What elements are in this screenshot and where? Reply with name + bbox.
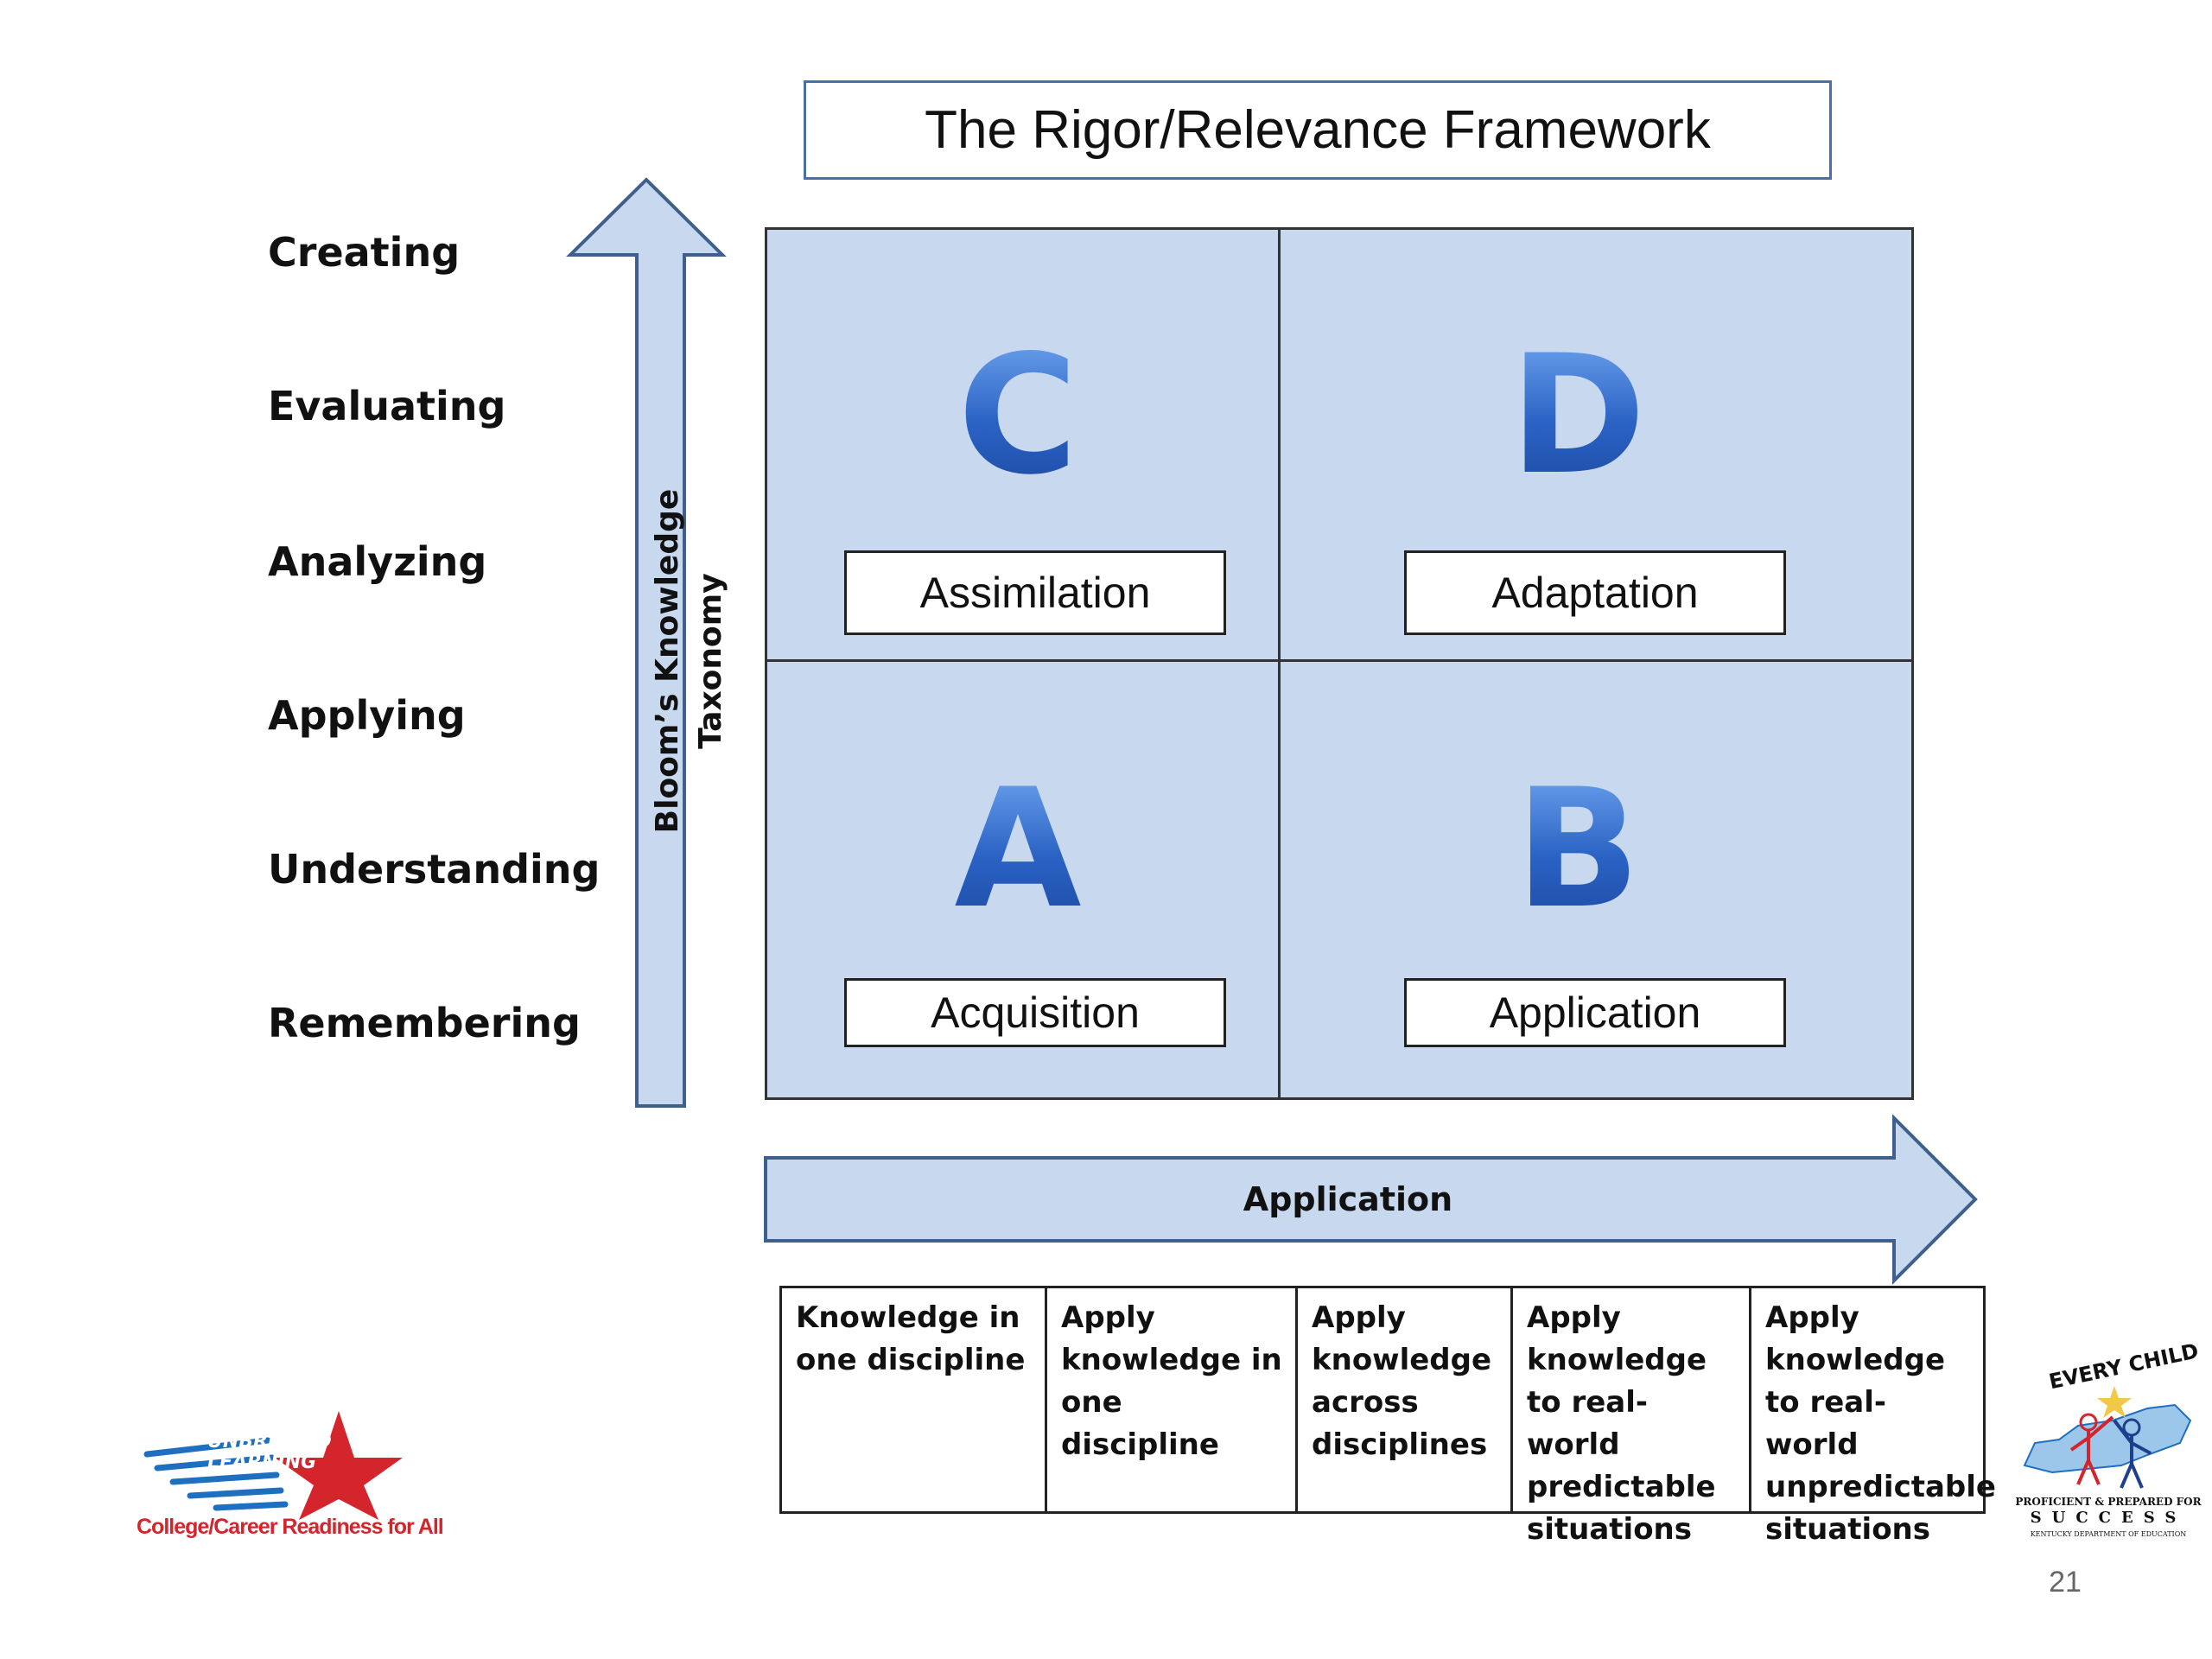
quadrant-a-label: Acquisition: [844, 978, 1226, 1047]
kentucky-children-icon: [2023, 1386, 2192, 1489]
quadrant-matrix: C Assimilation D Adaptation A Acquisitio…: [765, 227, 1914, 1100]
quadrant-b-letter: B: [1448, 767, 1707, 931]
framework-title: The Rigor/Relevance Framework: [804, 80, 1832, 180]
quadrant-a-letter: A: [888, 767, 1147, 931]
every-child-line2: SUCCESS: [2030, 1509, 2187, 1527]
application-level-5: Apply knowledge to real-world unpredicta…: [1765, 1300, 1996, 1547]
level-understanding: Understanding: [268, 846, 601, 893]
level-creating: Creating: [268, 229, 461, 276]
horizontal-axis-label: Application: [1243, 1180, 1453, 1218]
every-child-line1: PROFICIENT & PREPARED FOR: [2015, 1496, 2202, 1508]
unbridled-learning-tagline: College/Career Readiness for All: [137, 1515, 444, 1539]
application-level-2: Apply knowledge in one discipline: [1047, 1288, 1298, 1511]
star-swoosh-icon: [143, 1411, 403, 1520]
level-remembering: Remembering: [268, 1000, 581, 1046]
quadrant-b-label: Application: [1404, 978, 1786, 1047]
quadrant-d-label: Adaptation: [1404, 550, 1786, 635]
application-level-4: Apply knowledge to real-world predictabl…: [1513, 1288, 1751, 1547]
quadrant-c-label: Assimilation: [844, 550, 1226, 635]
application-level-1: Knowledge in one discipline: [782, 1288, 1047, 1511]
level-evaluating: Evaluating: [268, 383, 506, 429]
horizontal-arrow: [764, 1115, 1978, 1285]
application-level-3: Apply knowledge across disciplines: [1298, 1288, 1513, 1511]
application-levels-table: Knowledge in one discipline Apply knowle…: [779, 1286, 1996, 1547]
quadrant-d-letter: D: [1448, 334, 1707, 498]
vertical-axis-label-text: Bloom’s Knowledge Taxonomy: [650, 488, 728, 834]
unbridled-learning-logo: UNBRIDLED LEARNING College/Career Readin…: [130, 1404, 467, 1542]
every-child-logo: EVERY CHILD PROFICIENT & PREPARED FOR SU…: [2013, 1338, 2203, 1542]
unbridled-learning-star-text: UNBRIDLED LEARNING: [207, 1431, 332, 1473]
page-number: 21: [2049, 1566, 2082, 1599]
matrix-divider-vertical: [1278, 230, 1281, 1097]
every-child-line3: KENTUCKY DEPARTMENT OF EDUCATION: [2030, 1530, 2187, 1538]
level-analyzing: Analyzing: [268, 538, 487, 585]
level-applying: Applying: [268, 692, 466, 739]
quadrant-c-letter: C: [888, 334, 1147, 498]
matrix-divider-horizontal: [767, 659, 1911, 662]
vertical-arrow: Bloom’s Knowledge Taxonomy: [566, 177, 727, 1108]
